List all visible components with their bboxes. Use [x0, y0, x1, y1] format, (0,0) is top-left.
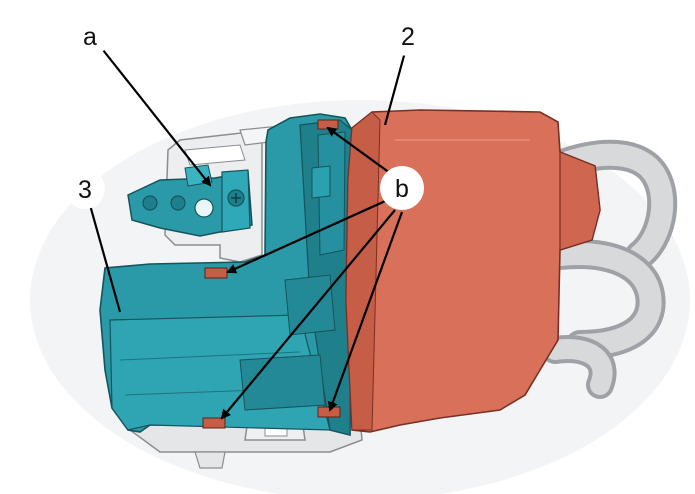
callout-3: 3 [65, 169, 105, 209]
callout-2-label: 2 [401, 23, 415, 51]
leader-b-mid [226, 196, 393, 274]
callout-b-label: b [395, 175, 409, 203]
callout-a-bubble [70, 16, 110, 56]
callout-3-bubble [65, 169, 105, 209]
callout-b-bubble [380, 166, 424, 210]
callout-3-label: 3 [78, 176, 92, 204]
callout-2: 2 [388, 16, 428, 56]
pipe-assembly [541, 139, 678, 399]
leader-a [102, 49, 212, 187]
callout-b: b [380, 166, 424, 210]
clip-bottom-left [202, 417, 226, 429]
leader-b-top [326, 126, 395, 177]
clip-bottom-right [317, 406, 341, 418]
leader-lines [88, 49, 407, 420]
connector-block [127, 164, 253, 237]
leader-3 [88, 204, 122, 313]
leader-2 [383, 51, 407, 126]
leader-b-bottom-left [220, 209, 396, 420]
clip-mid [204, 267, 228, 279]
leader-b-bottom-right [328, 211, 404, 412]
callout-2-bubble [388, 16, 428, 56]
clip-top [317, 119, 339, 130]
callout-a: a [70, 16, 110, 56]
callout-a-label: a [83, 23, 97, 51]
